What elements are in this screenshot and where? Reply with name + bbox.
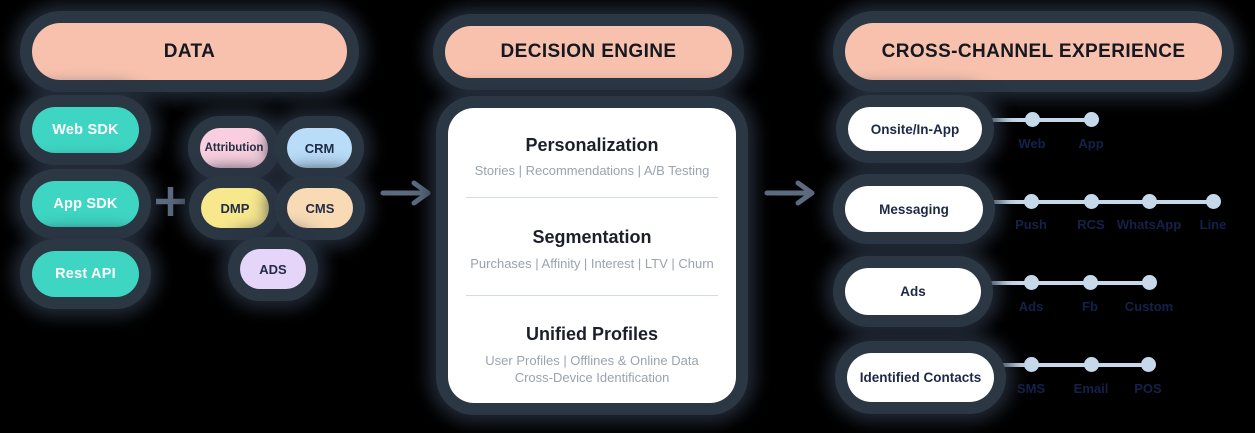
channel-pill-ads-label: Ads [900, 284, 926, 299]
channel-dot [1084, 357, 1099, 372]
integration-pill-ads: ADS [240, 249, 306, 289]
channel-label-custom: Custom [1124, 299, 1174, 314]
connector-line [988, 363, 1150, 367]
channel-pill-identified-contacts: Identified Contacts [847, 353, 994, 402]
channel-dot [1084, 194, 1099, 209]
channel-dot [1206, 194, 1221, 209]
channel-dot [1024, 357, 1039, 372]
channel-pill-messaging-label: Messaging [879, 201, 949, 217]
integration-pill-dmp-label: DMP [220, 200, 250, 216]
integration-pill-ads-label: ADS [259, 261, 287, 277]
card-divider [466, 197, 718, 198]
decision-engine-title-label: DECISION ENGINE [500, 41, 677, 62]
channel-dot [1024, 194, 1039, 209]
channel-label-push: Push [1015, 217, 1047, 232]
unified-profiles-heading: Unified Profiles [525, 324, 659, 344]
channel-label-app: App [1078, 136, 1104, 151]
channel-label-ads: Ads [1018, 299, 1044, 314]
integration-pill-crm-label: CRM [304, 140, 335, 156]
channel-pill-messaging: Messaging [845, 186, 983, 232]
channel-label-sms: SMS [1016, 381, 1046, 396]
channel-label-line: Line [1199, 217, 1227, 232]
integration-pill-cms: CMS [287, 188, 353, 228]
source-pill-rest-api: Rest API [32, 251, 139, 297]
channel-dot [1083, 275, 1098, 290]
decision-engine-card: Personalization Stories | Recommendation… [448, 108, 736, 403]
cross-channel-title-label: CROSS-CHANNEL EXPERIENCE [881, 40, 1186, 62]
integration-pill-dmp: DMP [201, 188, 269, 228]
integration-pill-crm: CRM [287, 128, 352, 168]
source-pill-web-sdk: Web SDK [32, 107, 139, 153]
card-divider [466, 295, 718, 296]
channel-label-rcs: RCS [1077, 217, 1105, 232]
channel-pill-onsite-in-app: Onsite/In-App [848, 107, 982, 151]
segmentation-heading: Segmentation [532, 227, 652, 247]
source-pill-app-sdk: App SDK [32, 181, 139, 227]
channel-pill-ads: Ads [845, 268, 981, 315]
channel-dot [1024, 275, 1039, 290]
source-pill-web-sdk-label: Web SDK [52, 122, 119, 138]
channel-dot [1142, 194, 1157, 209]
flow-arrow-icon [380, 179, 436, 207]
channel-dot [1084, 112, 1099, 127]
channel-dot [1141, 357, 1156, 372]
channel-pill-onsite-in-app-label: Onsite/In-App [870, 121, 960, 137]
unified-profiles-details-line2: Cross-Device Identification [514, 370, 670, 385]
flow-arrow-icon [764, 179, 820, 207]
personalization-details: Stories | Recommendations | A/B Testing [474, 163, 710, 178]
cross-channel-title: CROSS-CHANNEL EXPERIENCE [845, 23, 1222, 80]
channel-label-fb: Fb [1082, 299, 1098, 314]
segmentation-details: Purchases | Affinity | Interest | LTV | … [470, 256, 714, 271]
decision-engine-title: DECISION ENGINE [445, 26, 732, 78]
channel-label-pos: POS [1134, 381, 1162, 396]
channel-label-email: Email [1073, 381, 1109, 396]
source-pill-rest-api-label: Rest API [55, 266, 116, 282]
integration-pill-attribution: Attribution [200, 128, 268, 168]
data-section-title: DATA [32, 23, 347, 80]
channel-pill-identified-contacts-label: Identified Contacts [859, 370, 982, 385]
integration-pill-cms-label: CMS [305, 200, 335, 216]
unified-profiles-details-line1: User Profiles | Offlines & Online Data [485, 353, 699, 368]
channel-label-web: Web [1018, 136, 1046, 151]
personalization-heading: Personalization [525, 135, 659, 155]
plus-icon [154, 185, 187, 218]
integration-pill-attribution-label: Attribution [204, 142, 264, 154]
data-section-title-label: DATA [163, 40, 216, 62]
channel-label-whatsapp: WhatsApp [1116, 217, 1182, 232]
channel-dot [1025, 112, 1040, 127]
connector-line [975, 281, 1151, 285]
source-pill-app-sdk-label: App SDK [53, 196, 118, 212]
channel-dot [1142, 275, 1157, 290]
